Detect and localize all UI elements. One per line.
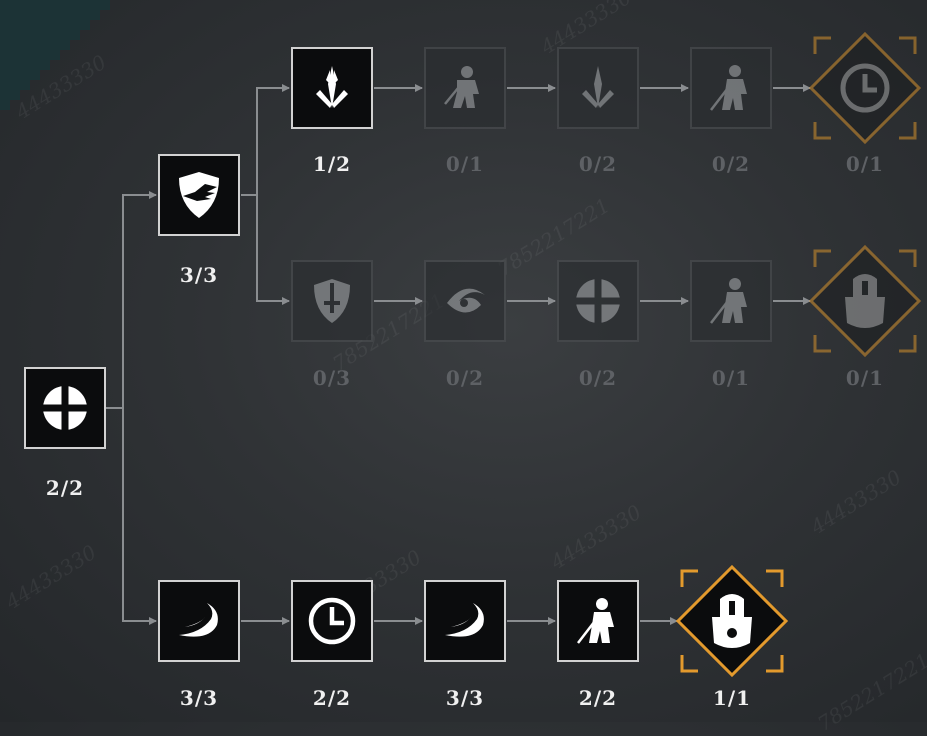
- triple-slash-icon: [179, 603, 218, 637]
- skill-node-shield[interactable]: [158, 154, 240, 236]
- skill-count: 0/2: [445, 366, 485, 390]
- skill-count: 0/2: [711, 152, 751, 176]
- helmet-armor-icon: [675, 564, 789, 678]
- knight-sword-icon: [710, 65, 747, 111]
- knight-sword-icon: [577, 598, 614, 644]
- skill-node-row3-2[interactable]: [291, 580, 373, 662]
- triple-slash-icon: [445, 603, 484, 637]
- skill-node-row2-2[interactable]: [424, 260, 506, 342]
- skill-node-row3-1[interactable]: [158, 580, 240, 662]
- cross-emblem-icon: [574, 277, 622, 325]
- skill-count: 0/1: [845, 366, 885, 390]
- skill-count: 3/3: [179, 686, 219, 710]
- skill-node-row1-3[interactable]: [557, 47, 639, 129]
- skill-count: 0/3: [312, 366, 352, 390]
- skill-count: 3/3: [445, 686, 485, 710]
- skill-node-row1-2[interactable]: [424, 47, 506, 129]
- knight-sword-icon: [710, 278, 747, 324]
- spike-burst-icon: [582, 66, 614, 108]
- crouching-warrior-icon: [444, 66, 479, 108]
- slash-eye-icon: [447, 288, 485, 313]
- clock-icon: [808, 31, 922, 145]
- skill-count: 0/1: [711, 366, 751, 390]
- skill-count: 2/2: [45, 476, 85, 500]
- sword-shield-icon: [314, 279, 350, 323]
- skill-node-row2-4[interactable]: [690, 260, 772, 342]
- spike-burst-icon: [316, 66, 348, 108]
- skill-node-row3-3[interactable]: [424, 580, 506, 662]
- skill-count: 0/2: [578, 366, 618, 390]
- corner-decoration: [0, 0, 110, 110]
- skill-capstone-row3[interactable]: [674, 563, 790, 679]
- skill-count: 2/2: [312, 686, 352, 710]
- skill-node-row1-4[interactable]: [690, 47, 772, 129]
- skill-node-row3-4[interactable]: [557, 580, 639, 662]
- skill-node-row2-3[interactable]: [557, 260, 639, 342]
- skill-node-row2-1[interactable]: [291, 260, 373, 342]
- cross-emblem-icon: [41, 384, 89, 432]
- skill-capstone-row2[interactable]: [807, 243, 923, 359]
- skill-count: 1/1: [712, 686, 752, 710]
- skill-count: 0/2: [578, 152, 618, 176]
- skill-capstone-row1[interactable]: [807, 30, 923, 146]
- skill-count: 3/3: [179, 263, 219, 287]
- skill-node-row1-1[interactable]: [291, 47, 373, 129]
- helmet-armor-icon: [808, 244, 922, 358]
- skill-count: 1/2: [312, 152, 352, 176]
- skill-node-root[interactable]: [24, 367, 106, 449]
- skill-count: 0/1: [845, 152, 885, 176]
- clock-icon: [308, 597, 356, 645]
- skill-count: 2/2: [578, 686, 618, 710]
- wing-shield-icon: [179, 172, 219, 218]
- skill-count: 0/1: [445, 152, 485, 176]
